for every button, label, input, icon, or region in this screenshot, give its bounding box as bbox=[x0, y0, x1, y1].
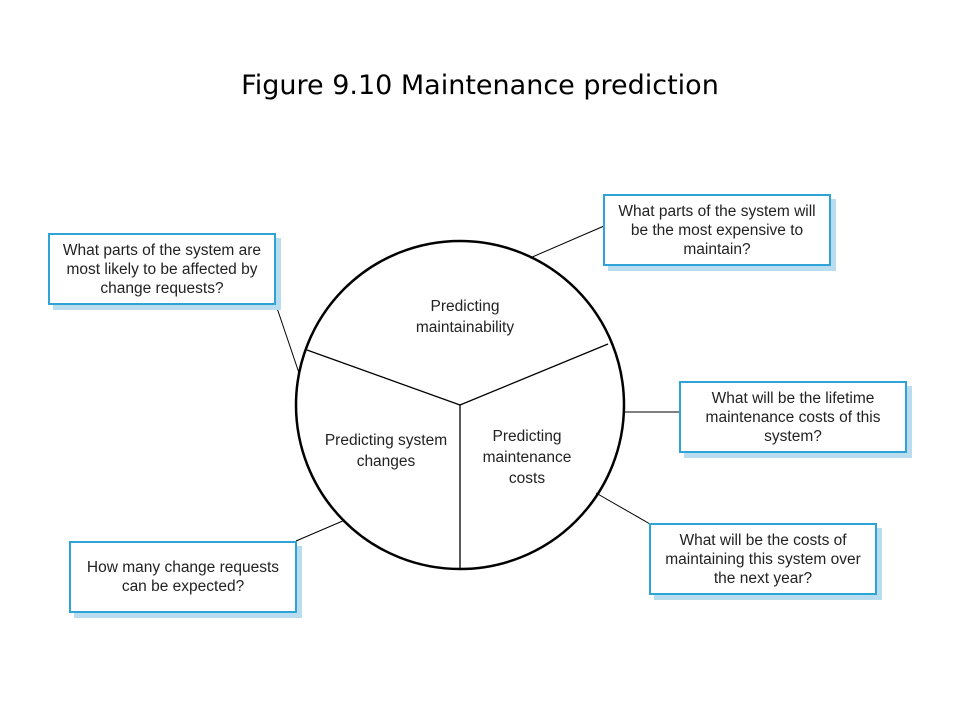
question-box-change-requests: How many change requests can be expected… bbox=[69, 541, 297, 613]
connector-top-right bbox=[529, 225, 605, 259]
question-box-affected-parts: What parts of the system are most likely… bbox=[48, 233, 276, 305]
question-box-next-year-costs: What will be the costs of maintaining th… bbox=[649, 523, 877, 595]
connector-bottom-right bbox=[595, 492, 651, 525]
connector-bottom-left bbox=[295, 519, 346, 542]
segment-predicting-system-changes: Predicting system changes bbox=[324, 432, 448, 470]
segment-predicting-maintainability: Predicting maintainability bbox=[415, 298, 515, 336]
question-box-lifetime-costs: What will be the lifetime maintenance co… bbox=[679, 381, 907, 453]
figure-title: Figure 9.10 Maintenance prediction bbox=[241, 70, 719, 101]
divider-top-right bbox=[459, 343, 609, 406]
divider-top-left bbox=[306, 349, 461, 406]
segment-predicting-maintenance-costs: Predicting maintenance costs bbox=[482, 428, 572, 487]
question-box-expensive-parts: What parts of the system will be the mos… bbox=[603, 194, 831, 266]
connector-top-left bbox=[275, 304, 300, 374]
